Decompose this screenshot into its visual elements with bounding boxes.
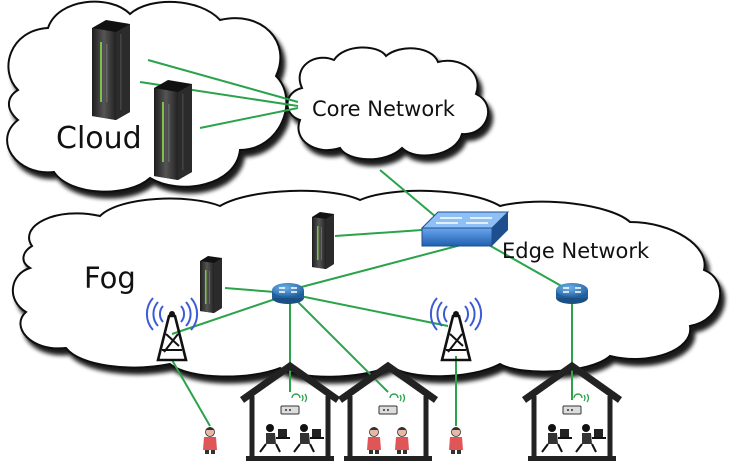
network-links [139, 59, 573, 427]
router-icon [555, 282, 589, 305]
fog-cloud [11, 189, 721, 378]
edge-switch-icon [420, 211, 510, 247]
cloud-server-icon [154, 80, 192, 180]
person-icon [448, 426, 464, 455]
fog-label: Fog [84, 261, 136, 295]
person-icon [202, 426, 218, 455]
router-icon [271, 282, 305, 305]
cloud-label: Cloud [56, 121, 142, 156]
core-network-cloud [286, 46, 490, 161]
house-icon [340, 366, 436, 461]
cloud-server-icon [92, 20, 130, 120]
fog-server-icon [200, 256, 222, 313]
core-network-label: Core Network [312, 97, 456, 121]
edge-network-label: Edge Network [502, 239, 650, 263]
fog-server-icon [312, 212, 334, 269]
cloud-shape [6, 0, 288, 193]
